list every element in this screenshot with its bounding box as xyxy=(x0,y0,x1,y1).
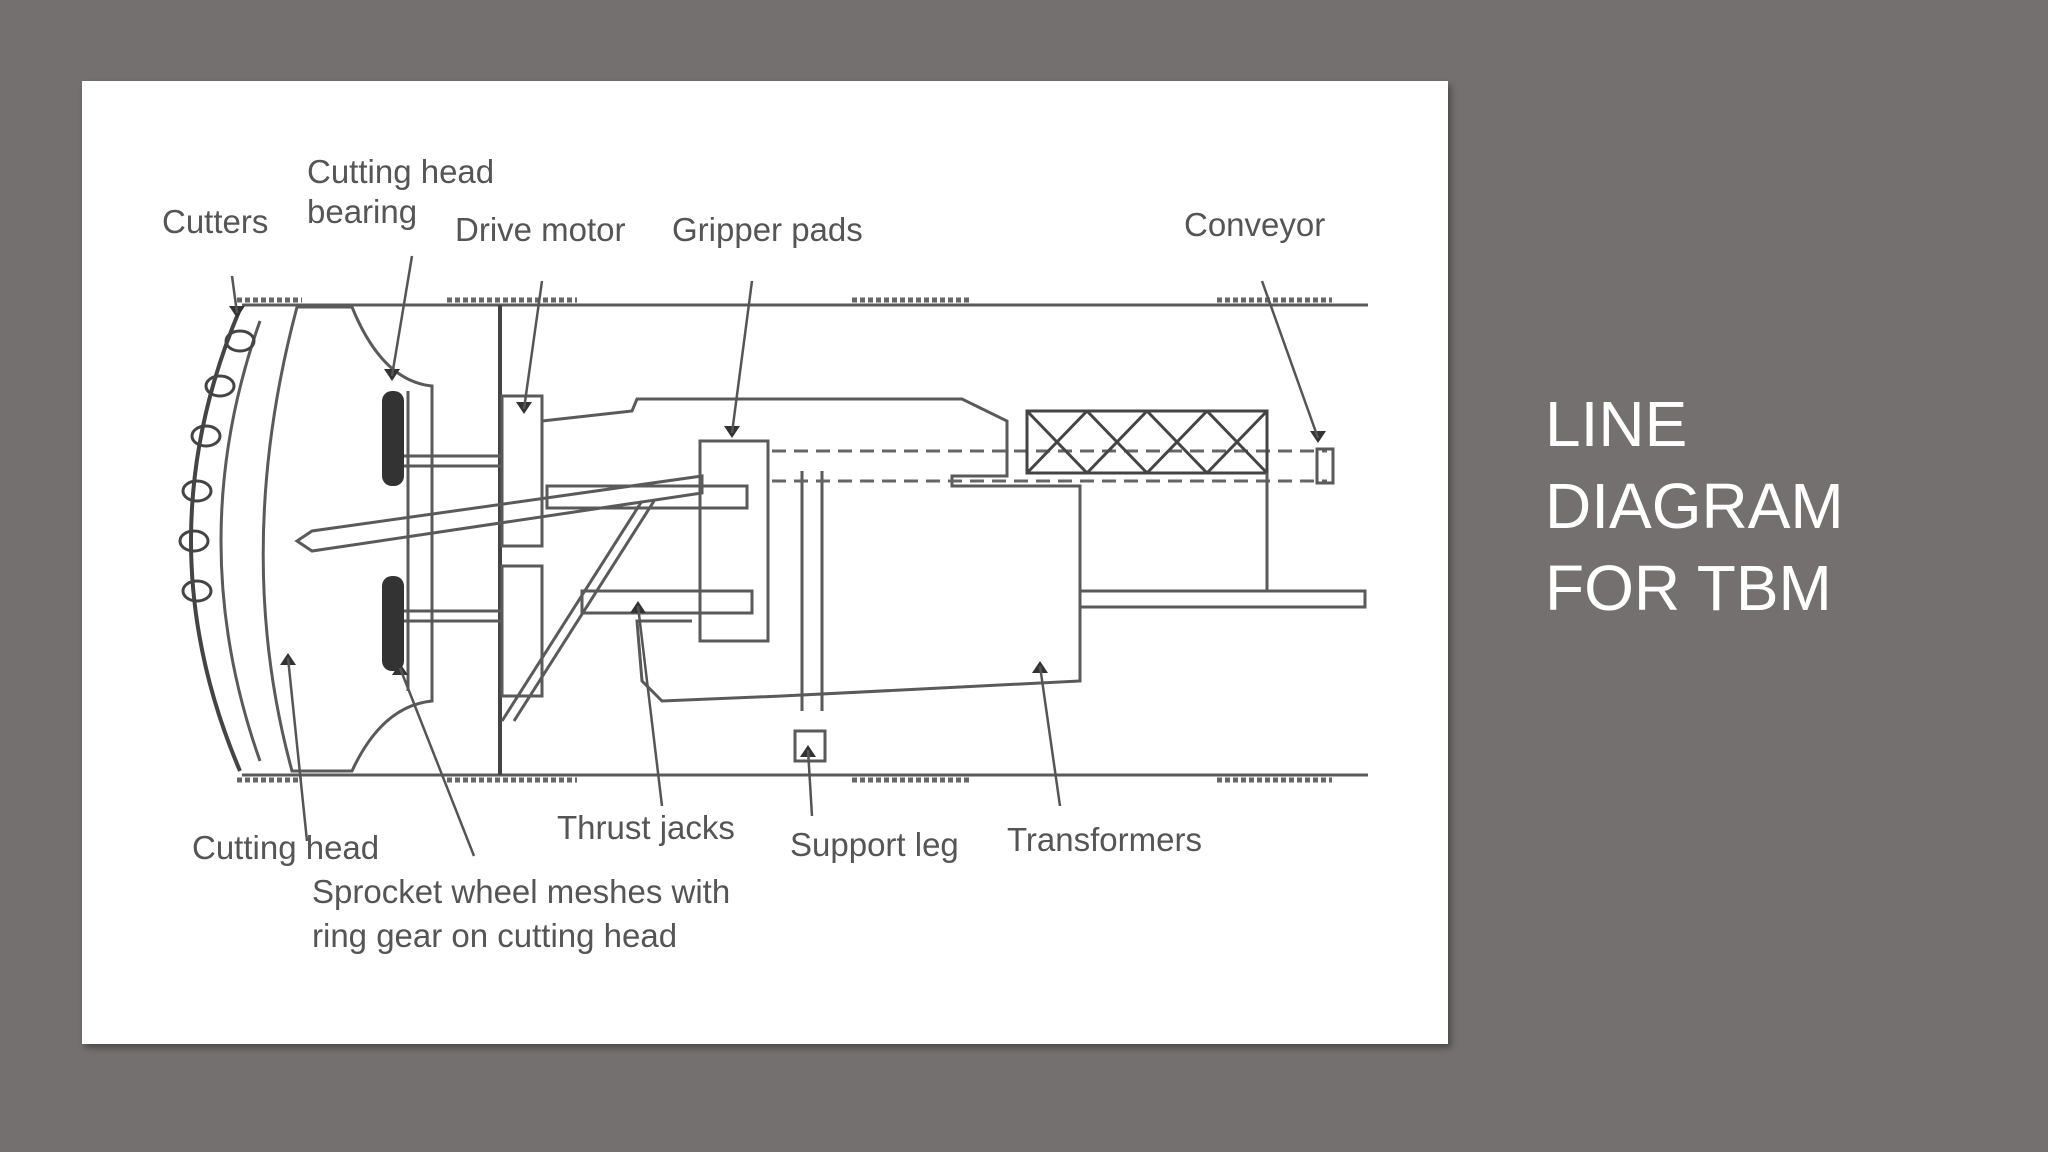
trailing-pipe xyxy=(1078,589,1367,609)
support-leg xyxy=(793,729,827,763)
label-drive-motor: Drive motor xyxy=(455,211,626,248)
drive-motor-upper xyxy=(500,394,544,548)
label-thrust-jacks: Thrust jacks xyxy=(557,809,735,846)
label-cutting-head-bearing: Cutting head xyxy=(307,153,494,190)
drive-motor-lower xyxy=(500,564,544,698)
cutting-head-inner xyxy=(219,320,262,762)
conveyor-truss xyxy=(1025,409,1269,475)
diagram-card: Cutters Cutting head bearing Drive motor… xyxy=(82,81,1448,1044)
thrust-jack-upper xyxy=(545,484,749,510)
label-conveyor: Conveyor xyxy=(1184,206,1325,243)
label-sprocket-wheel: ring gear on cutting head xyxy=(312,917,677,954)
conveyor-end xyxy=(1315,447,1335,485)
cutting-head-outer xyxy=(189,308,242,772)
slide-title-line: DIAGRAM xyxy=(1545,470,1844,542)
bearing-lower xyxy=(382,576,404,671)
slide-title-line: FOR TBM xyxy=(1545,552,1832,624)
label-cutting-head-bearing: bearing xyxy=(307,193,417,230)
slide-title-line: LINE xyxy=(1545,388,1688,460)
label-cutters: Cutters xyxy=(162,203,268,240)
slide-title: LINE DIAGRAM FOR TBM xyxy=(1545,383,2005,629)
gripper-pads xyxy=(698,439,770,643)
tbm-line-diagram: Cutters Cutting head bearing Drive motor… xyxy=(162,153,1368,954)
label-sprocket-wheel: Sprocket wheel meshes with xyxy=(312,873,730,910)
bearing-upper xyxy=(382,391,404,486)
label-transformers: Transformers xyxy=(1007,821,1202,858)
leader-lines xyxy=(230,255,1320,857)
cutter-discs xyxy=(178,329,256,603)
label-cutting-head: Cutting head xyxy=(192,829,379,866)
label-gripper-pads: Gripper pads xyxy=(672,211,863,248)
thrust-jack-lower xyxy=(580,589,754,615)
rock-hatch-marks xyxy=(237,297,1332,783)
label-support-leg: Support leg xyxy=(790,826,959,863)
